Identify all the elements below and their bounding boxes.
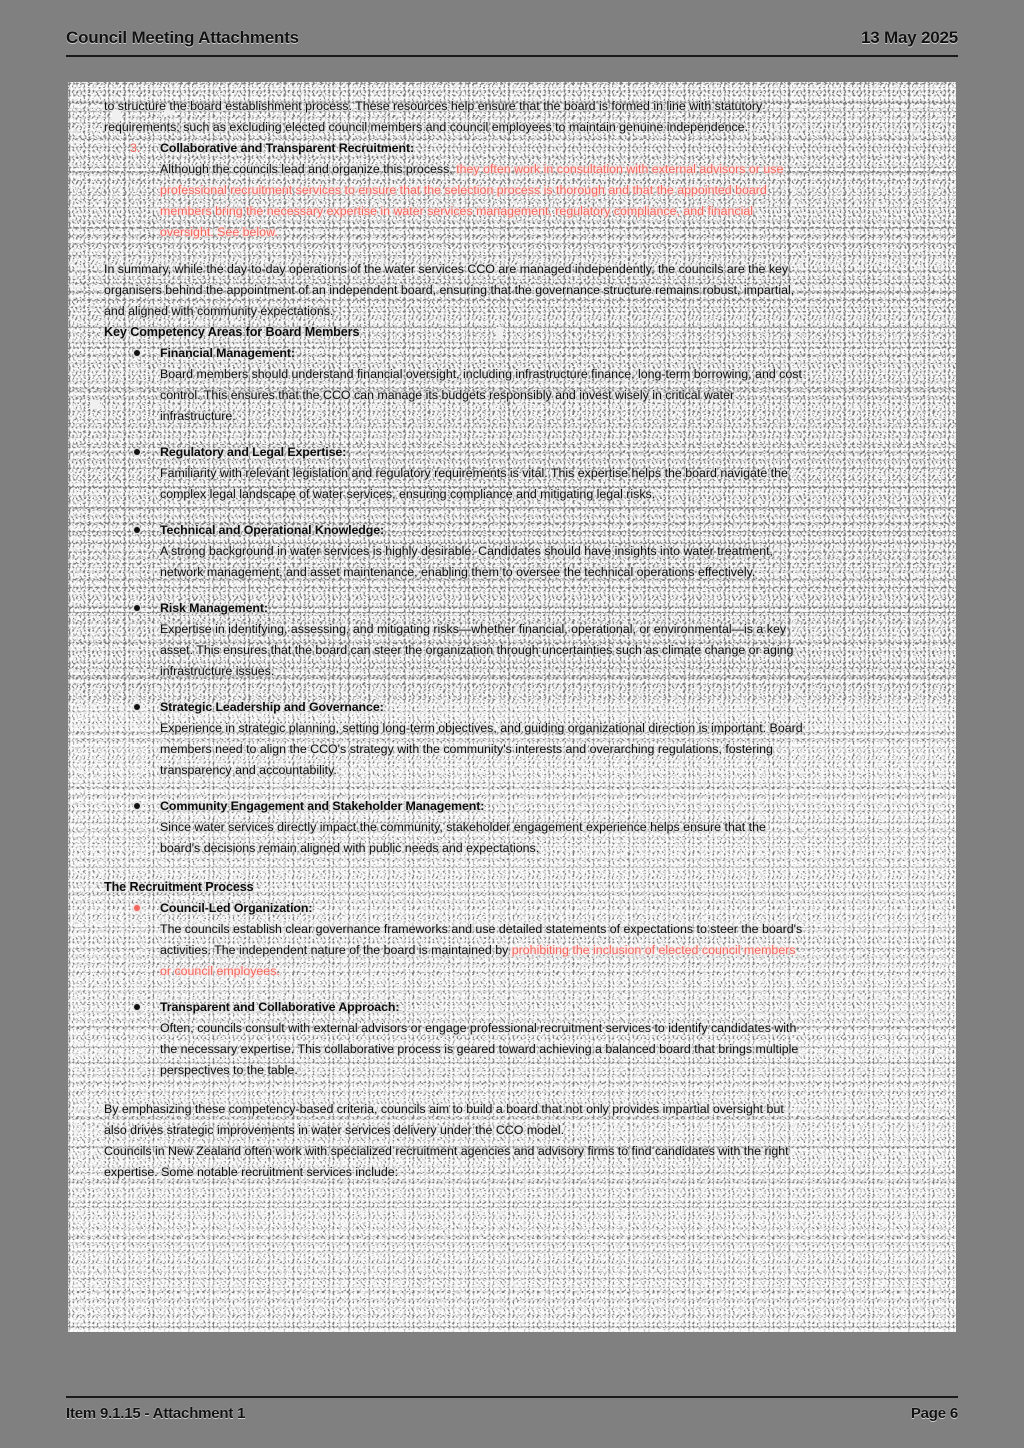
numbered-item: 3. Collaborative and Transparent Recruit…: [104, 138, 804, 243]
competency-list: Financial Management: Board members shou…: [104, 343, 804, 859]
competency-text: Expertise in identifying, assessing, and…: [160, 622, 794, 678]
header-title: Council Meeting Attachments: [66, 28, 299, 47]
bullet-icon: [134, 803, 140, 809]
list-item: Regulatory and Legal Expertise: Familiar…: [104, 442, 804, 505]
list-item: Financial Management: Board members shou…: [104, 343, 804, 427]
closing-paragraph: By emphasizing these competency-based cr…: [104, 1102, 784, 1137]
bullet-icon: [134, 1004, 140, 1010]
competency-text: Board members should understand financia…: [160, 367, 802, 423]
competency-title: Community Engagement and Stakeholder Man…: [160, 799, 485, 813]
list-item: Strategic Leadership and Governance: Exp…: [104, 697, 804, 781]
list-item: Transparent and Collaborative Approach: …: [104, 997, 804, 1081]
list-item: Community Engagement and Stakeholder Man…: [104, 796, 804, 859]
document-body: to structure the board establishment pro…: [104, 96, 804, 1183]
page-footer: Item 9.1.15 - Attachment 1 Page 6: [66, 1405, 958, 1422]
footer-page-number: Page 6: [910, 1405, 958, 1422]
list-item: Technical and Operational Knowledge: A s…: [104, 520, 804, 583]
bullet-icon: [134, 605, 140, 611]
competency-title: Regulatory and Legal Expertise:: [160, 445, 347, 459]
footer-rule: [66, 1396, 958, 1398]
footer-item-reference: Item 9.1.15 - Attachment 1: [66, 1405, 246, 1422]
bullet-icon: [134, 350, 140, 356]
bullet-icon: [134, 905, 140, 911]
competency-text: Familiarity with relevant legislation an…: [160, 466, 788, 501]
list-item: Council-Led Organization: The councils e…: [104, 898, 804, 982]
item-text-black: Although the councils lead and organize …: [160, 162, 453, 176]
scan-speck-c: [90, 400, 100, 409]
header-rule: [66, 55, 958, 57]
section-heading-competency: Key Competency Areas for Board Members: [104, 325, 360, 339]
final-paragraph: Councils in New Zealand often work with …: [104, 1144, 789, 1179]
bullet-icon: [134, 527, 140, 533]
competency-text: Since water services directly impact the…: [160, 820, 766, 855]
competency-title: Technical and Operational Knowledge:: [160, 523, 385, 537]
competency-title: Strategic Leadership and Governance:: [160, 700, 384, 714]
item-title: Collaborative and Transparent Recruitmen…: [160, 141, 414, 155]
competency-text: Experience in strategic planning, settin…: [160, 721, 803, 777]
recruitment-text-black: Often, councils consult with external ad…: [160, 1021, 799, 1077]
continued-paragraph: to structure the board establishment pro…: [104, 99, 763, 134]
recruitment-title: Transparent and Collaborative Approach:: [160, 1000, 400, 1014]
competency-title: Risk Management:: [160, 601, 268, 615]
list-item: Risk Management: Expertise in identifyin…: [104, 598, 804, 682]
page-header: Council Meeting Attachments 13 May 2025: [66, 28, 958, 48]
bullet-icon: [134, 449, 140, 455]
list-number: 3.: [130, 141, 141, 155]
numbered-list: 3. Collaborative and Transparent Recruit…: [104, 138, 804, 243]
bullet-icon: [134, 704, 140, 710]
summary-paragraph: In summary, while the day-to-day operati…: [104, 262, 795, 318]
recruitment-list: Council-Led Organization: The councils e…: [104, 898, 804, 1081]
header-date: 13 May 2025: [860, 28, 958, 47]
competency-text: A strong background in water services is…: [160, 544, 773, 579]
recruitment-title: Council-Led Organization:: [160, 901, 313, 915]
competency-title: Financial Management:: [160, 346, 295, 360]
section-heading-recruitment: The Recruitment Process: [104, 880, 254, 894]
